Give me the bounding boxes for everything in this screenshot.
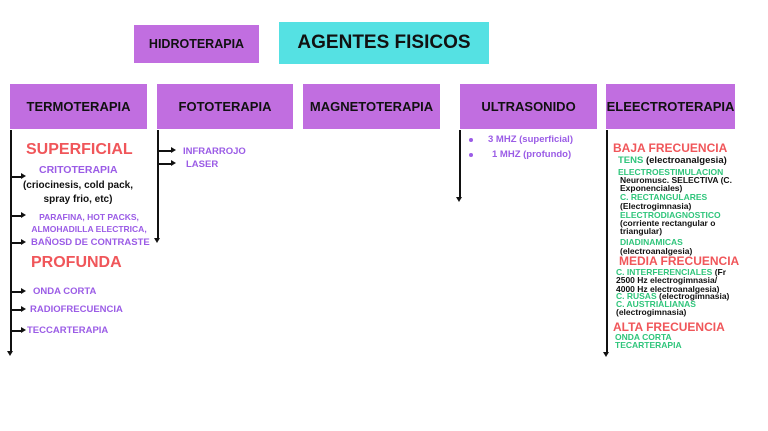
interferenciales-detail: 2500 Hz electrogimnasia/ 4000 Hz electro… <box>616 275 720 294</box>
arrow-radiofrecuencia <box>11 306 26 312</box>
ultrasonido-box: ULTRASONIDO <box>460 84 597 129</box>
teccarterapia-label: TECCARTERAPIA <box>27 325 109 336</box>
ultra-bullet-2 <box>469 153 473 157</box>
hidroterapia-label: HIDROTERAPIA <box>148 37 245 51</box>
critoterapia-detail: (criocinesis, cold pack, spray frio, etc… <box>22 180 134 205</box>
arrow-laser <box>158 160 176 166</box>
fototerapia-box: FOTOTERAPIA <box>157 84 293 129</box>
radiofrecuencia-label: RADIOFRECUENCIA <box>30 304 123 315</box>
arrow-infrarrojo <box>158 147 176 153</box>
superficial-heading: SUPERFICIAL <box>26 141 133 158</box>
termo-connector <box>7 130 13 356</box>
tens-label: TENS <box>618 155 644 166</box>
neuromusc-detail: Neuromusc. SELECTIVA (C. Exponenciales) <box>620 175 732 193</box>
page-title: AGENTES FISICOS <box>297 32 471 53</box>
critoterapia-label: CRITOTERAPIA <box>39 164 118 176</box>
australianas-detail: (electrogimnasia) <box>616 307 687 317</box>
tecarterapia-label: TECARTERAPIA <box>615 340 682 350</box>
interferenciales-fr: (Fr <box>714 267 727 277</box>
ultra-item-2: 1 MHZ (profundo) <box>492 149 572 160</box>
rusas-label: C. RUSAS <box>616 291 657 301</box>
rusas-row: C. RUSAS (electrogimnasia) <box>616 292 729 301</box>
electroterapia-box: ELEECTROTERAPIA <box>606 84 735 129</box>
tens-row: TENS (electroanalgesia) <box>618 155 727 166</box>
magnetoterapia-box: MAGNETOTERAPIA <box>303 84 440 129</box>
australianas-label: C. AUSTRIALIANAS <box>616 299 696 309</box>
electro-connector <box>603 130 609 357</box>
magnetoterapia-label: MAGNETOTERAPIA <box>309 99 434 114</box>
media-frecuencia-heading: MEDIA FRECUENCIA <box>619 254 740 268</box>
profunda-heading: PROFUNDA <box>31 254 122 271</box>
infrarrojo-label: INFRARROJO <box>183 146 246 157</box>
arrow-critoterapia <box>11 173 26 179</box>
diadinamicas-detail: (electroanalgesia) <box>620 246 693 256</box>
electroestimulacion-label: ELECTROESTIMULACION <box>618 167 724 177</box>
diadinamicas-label: DIADINAMICAS <box>620 237 683 247</box>
electrodiagnostico-detail: (corriente rectangular o triangular) <box>620 218 716 236</box>
arrow-banos <box>11 239 26 245</box>
foto-connector <box>154 130 160 243</box>
title-box: AGENTES FISICOS <box>279 22 489 64</box>
fototerapia-label: FOTOTERAPIA <box>178 99 272 114</box>
arrow-onda-corta <box>11 288 26 294</box>
ultra-item-1: 3 MHZ (superficial) <box>488 134 573 145</box>
interferenciales-row: C. INTERFERENCIALES (Fr <box>616 268 726 277</box>
onda-corta-electro-label: ONDA CORTA <box>615 332 672 342</box>
rusas-detail: (electrogimnasia) <box>659 291 730 301</box>
arrow-parafina <box>11 212 26 218</box>
laser-label: LASER <box>186 159 219 170</box>
tens-detail: (electroanalgesia) <box>645 155 727 166</box>
termoterapia-label: TERMOTERAPIA <box>26 99 131 114</box>
electroterapia-label: ELEECTROTERAPIA <box>606 99 735 114</box>
ultra-bullet-1 <box>469 138 473 142</box>
onda-corta-label: ONDA CORTA <box>33 286 97 297</box>
hidroterapia-box: HIDROTERAPIA <box>134 25 259 63</box>
arrow-teccarterapia <box>11 327 26 333</box>
ultrasonido-label: ULTRASONIDO <box>481 99 576 114</box>
termoterapia-box: TERMOTERAPIA <box>10 84 147 129</box>
banos-label: BAÑOSD DE CONTRASTE <box>31 237 150 248</box>
baja-frecuencia-heading: BAJA FRECUENCIA <box>613 141 728 155</box>
parafina-label: PARAFINA, HOT PACKS, ALMOHADILLA ELECTRI… <box>31 212 147 234</box>
alta-frecuencia-heading: ALTA FRECUENCIA <box>613 320 725 334</box>
electrodiagnostico-label: ELECTRODIAGNOSTICO <box>620 210 721 220</box>
rectangulares-label: C. RECTANGULARES <box>620 192 708 202</box>
ultra-connector <box>456 130 462 202</box>
interferenciales-label: C. INTERFERENCIALES <box>616 267 713 277</box>
rectangulares-detail: (Electrogimnasia) <box>620 201 692 211</box>
